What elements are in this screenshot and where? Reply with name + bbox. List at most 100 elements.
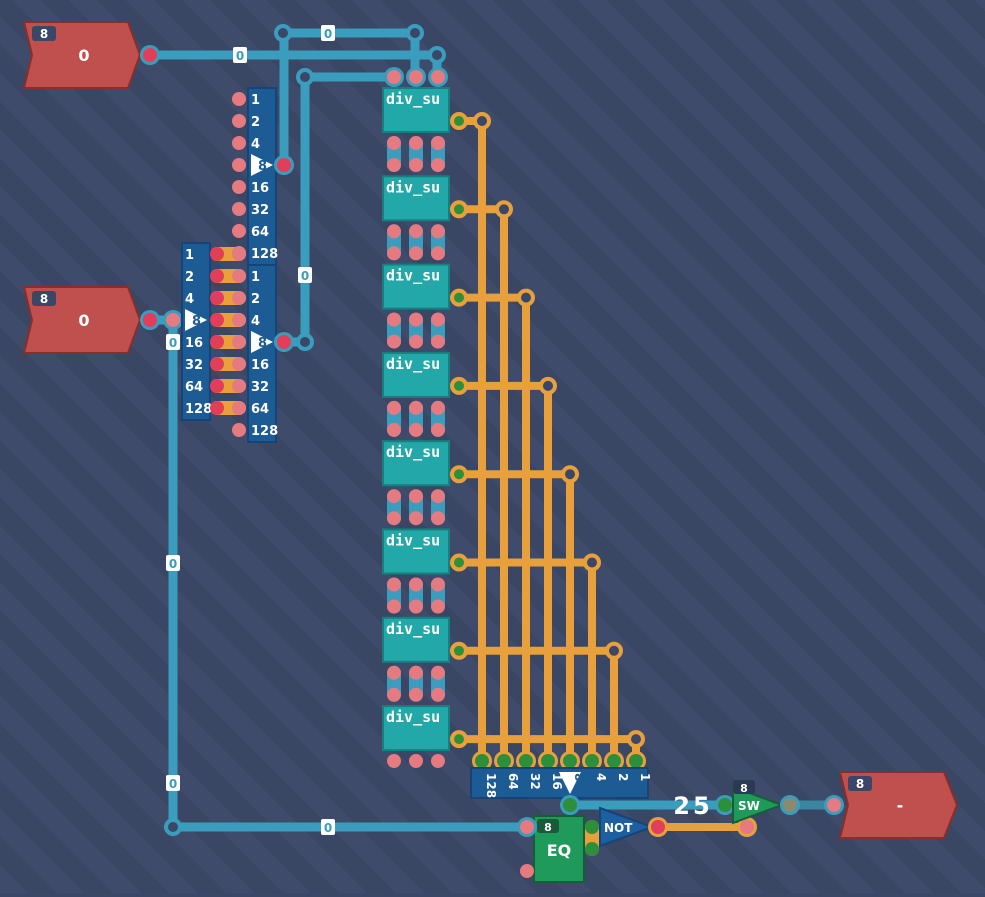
pin[interactable]: [520, 820, 534, 834]
pin[interactable]: [232, 136, 246, 150]
pin[interactable]: [387, 599, 401, 614]
pin[interactable]: [409, 312, 423, 327]
pin[interactable]: [210, 291, 224, 305]
pin[interactable]: [210, 335, 224, 349]
pin[interactable]: [143, 48, 157, 62]
pin[interactable]: [387, 577, 401, 592]
pin[interactable]: [563, 798, 577, 812]
pin[interactable]: [232, 158, 246, 172]
pin[interactable]: [409, 687, 423, 702]
pin[interactable]: [409, 70, 423, 84]
pin[interactable]: [409, 665, 423, 680]
pin[interactable]: [431, 70, 445, 84]
pin[interactable]: [431, 687, 445, 702]
pin[interactable]: [387, 754, 401, 768]
pin[interactable]: [783, 798, 797, 812]
pin[interactable]: [431, 158, 445, 172]
pin[interactable]: [232, 224, 246, 238]
pin[interactable]: [431, 246, 445, 261]
pin[interactable]: [387, 70, 401, 84]
pin[interactable]: [431, 334, 445, 349]
pin[interactable]: [409, 599, 423, 614]
pin[interactable]: [431, 312, 445, 327]
pin[interactable]: [431, 422, 445, 437]
pin[interactable]: [232, 335, 246, 349]
pin[interactable]: [431, 754, 445, 768]
div-output-pin[interactable]: [450, 641, 468, 660]
div-output-pin[interactable]: [450, 465, 468, 484]
splitter-top[interactable]: [247, 87, 277, 266]
wire-joint[interactable]: [296, 68, 314, 86]
pin[interactable]: [232, 202, 246, 216]
pin[interactable]: [143, 313, 157, 327]
wire-joint[interactable]: [495, 200, 513, 219]
wire[interactable]: [279, 72, 398, 347]
wire-joint[interactable]: [473, 112, 491, 130]
pin[interactable]: [387, 224, 401, 239]
pin[interactable]: [409, 246, 423, 261]
pin[interactable]: [409, 400, 423, 415]
pin[interactable]: [740, 820, 754, 834]
switch-gate[interactable]: [732, 785, 785, 825]
pin[interactable]: [387, 400, 401, 415]
pin[interactable]: [387, 334, 401, 349]
wire[interactable]: [279, 28, 420, 170]
pin[interactable]: [232, 114, 246, 128]
pin[interactable]: [232, 92, 246, 106]
pin[interactable]: [520, 864, 534, 878]
div-output-pin[interactable]: [450, 553, 468, 572]
pin[interactable]: [232, 379, 246, 393]
pin[interactable]: [431, 400, 445, 415]
pin[interactable]: [629, 754, 643, 768]
splitter-byte-maker[interactable]: [181, 242, 211, 421]
wire-joint[interactable]: [583, 553, 601, 572]
wire-joint[interactable]: [627, 730, 645, 749]
pin[interactable]: [387, 246, 401, 261]
pin[interactable]: [431, 577, 445, 592]
pin[interactable]: [387, 136, 401, 150]
pin[interactable]: [585, 754, 599, 768]
pin[interactable]: [563, 754, 577, 768]
div-su-component[interactable]: [382, 175, 450, 222]
pin[interactable]: [431, 665, 445, 680]
pin[interactable]: [232, 401, 246, 415]
pin[interactable]: [232, 180, 246, 194]
pin[interactable]: [607, 754, 621, 768]
wire-joint[interactable]: [428, 46, 446, 64]
pin[interactable]: [409, 422, 423, 437]
pin[interactable]: [409, 136, 423, 150]
pin[interactable]: [387, 511, 401, 526]
pin[interactable]: [387, 687, 401, 702]
pin[interactable]: [409, 511, 423, 526]
pin[interactable]: [277, 335, 291, 349]
pin[interactable]: [210, 401, 224, 415]
pin[interactable]: [585, 842, 599, 856]
pin[interactable]: [277, 158, 291, 172]
pin[interactable]: [232, 423, 246, 437]
pin[interactable]: [232, 357, 246, 371]
pin[interactable]: [431, 224, 445, 239]
div-su-component[interactable]: [382, 440, 450, 487]
wire-joint[interactable]: [296, 333, 314, 351]
wire-joint[interactable]: [406, 24, 424, 42]
pin[interactable]: [651, 820, 665, 834]
not-gate[interactable]: [599, 806, 655, 848]
pin[interactable]: [519, 754, 533, 768]
pin[interactable]: [541, 754, 555, 768]
splitter-bottom[interactable]: [247, 264, 277, 443]
pin[interactable]: [387, 422, 401, 437]
pin[interactable]: [431, 599, 445, 614]
pin[interactable]: [232, 291, 246, 305]
div-output-pin[interactable]: [450, 730, 468, 749]
div-output-pin[interactable]: [450, 200, 468, 219]
pin[interactable]: [210, 269, 224, 283]
div-output-pin[interactable]: [450, 288, 468, 307]
pin[interactable]: [409, 754, 423, 768]
div-su-component[interactable]: [382, 705, 450, 752]
pin[interactable]: [409, 224, 423, 239]
div-su-component[interactable]: [382, 616, 450, 663]
wire[interactable]: [145, 315, 532, 832]
pin[interactable]: [409, 158, 423, 172]
